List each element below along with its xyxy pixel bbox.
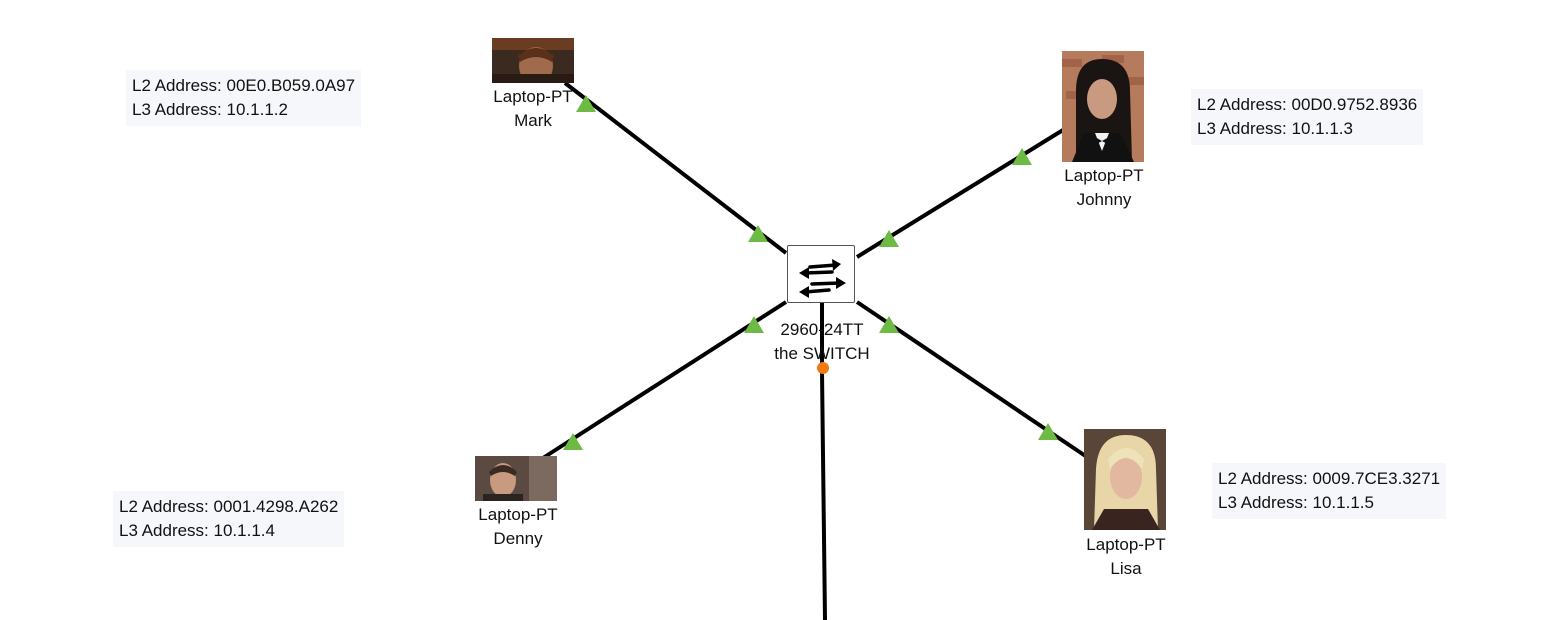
link-uplink-status <box>817 362 829 374</box>
l2-address: 0009.7CE3.3271 <box>1312 469 1441 488</box>
link-denny[interactable] <box>541 300 788 460</box>
info-box-lisa: L2 Address: 0009.7CE3.3271 L3 Address: 1… <box>1212 463 1447 519</box>
laptop-denny-type: Laptop-PT <box>478 505 558 524</box>
l3-label: L3 Address: <box>1218 493 1308 512</box>
laptop-mark-name: Mark <box>514 111 552 130</box>
l3-address: 10.1.1.5 <box>1312 493 1374 512</box>
link-lisa-host-status <box>1038 423 1058 440</box>
link-johnny-switch-status <box>879 230 899 247</box>
laptop-lisa-photo[interactable] <box>1084 429 1166 530</box>
l3-label: L3 Address: <box>119 521 209 540</box>
l2-address: 0001.4298.A262 <box>213 497 339 516</box>
switch-device[interactable] <box>787 245 855 303</box>
l3-address: 10.1.1.4 <box>213 521 275 540</box>
laptop-denny-photo[interactable] <box>475 456 557 501</box>
link-mark[interactable] <box>563 81 788 255</box>
l3-address: 10.1.1.3 <box>1291 119 1353 138</box>
l3-label: L3 Address: <box>1197 119 1287 138</box>
laptop-johnny-type: Laptop-PT <box>1064 166 1144 185</box>
laptop-lisa-type: Laptop-PT <box>1086 535 1166 554</box>
laptop-mark-photo[interactable] <box>492 38 574 83</box>
l3-label: L3 Address: <box>132 100 222 119</box>
link-mark-switch-status <box>748 225 768 242</box>
laptop-lisa-label: Laptop-PT Lisa <box>1086 533 1165 581</box>
laptop-mark-label: Laptop-PT Mark <box>493 85 572 133</box>
switch-label: 2960-24TT the SWITCH <box>774 318 869 366</box>
info-box-mark: L2 Address: 00E0.B059.0A97 L3 Address: 1… <box>126 70 362 126</box>
laptop-johnny-name: Johnny <box>1076 190 1132 209</box>
laptop-mark-type: Laptop-PT <box>493 87 573 106</box>
laptop-lisa-name: Lisa <box>1110 559 1142 578</box>
laptop-johnny-photo[interactable] <box>1062 51 1144 162</box>
l2-label: L2 Address: <box>1197 95 1287 114</box>
l2-label: L2 Address: <box>1218 469 1308 488</box>
laptop-denny-name: Denny <box>493 529 543 548</box>
laptop-denny-label: Laptop-PT Denny <box>478 503 557 551</box>
switch-icon <box>799 259 846 298</box>
laptop-johnny-label: Laptop-PT Johnny <box>1064 164 1143 212</box>
info-box-denny: L2 Address: 0001.4298.A262 L3 Address: 1… <box>113 491 345 547</box>
link-denny-switch-status <box>744 316 764 333</box>
link-johnny-host-status <box>1012 148 1032 165</box>
link-mark-host-status <box>576 95 596 112</box>
info-box-johnny: L2 Address: 00D0.9752.8936 L3 Address: 1… <box>1191 89 1424 145</box>
switch-name: the SWITCH <box>774 344 870 363</box>
switch-model: 2960-24TT <box>780 320 864 339</box>
l2-label: L2 Address: <box>119 497 209 516</box>
l2-label: L2 Address: <box>132 76 222 95</box>
link-lisa-switch-status <box>879 316 899 333</box>
l2-address: 00D0.9752.8936 <box>1291 95 1418 114</box>
l3-address: 10.1.1.2 <box>226 100 288 119</box>
l2-address: 00E0.B059.0A97 <box>226 76 356 95</box>
link-denny-host-status <box>563 433 583 450</box>
